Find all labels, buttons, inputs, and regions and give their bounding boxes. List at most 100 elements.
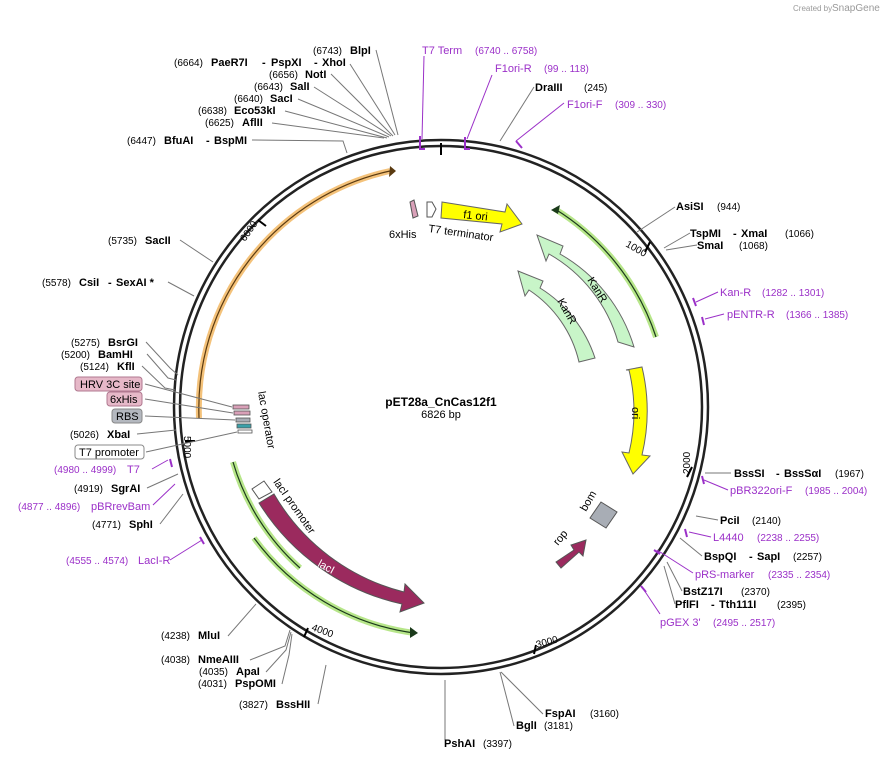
leader-xbai [136, 429, 177, 435]
primer-leader-l4440 [688, 531, 712, 538]
site-sacii-pos: (5735) [108, 236, 137, 247]
site-bstz17i-pos: (2370) [741, 587, 770, 598]
his-tag-top-label: 6xHis [389, 229, 417, 241]
kanr-inner-arrow [517, 270, 596, 363]
site-bgli-name: BglI [516, 720, 537, 732]
leader-pflfi [663, 565, 676, 605]
leader-bsrgi [145, 341, 179, 376]
site-nmeaiii-name: NmeAIII [198, 654, 239, 666]
tick-2000-label: 2000 [682, 451, 693, 474]
site-bspmi-name: BspMI [214, 135, 247, 147]
tick-1000-mark [644, 241, 651, 253]
his-tag-box [106, 391, 143, 407]
laci-arrow [258, 493, 425, 613]
tick-4000-label: 4000 [310, 622, 335, 640]
tick-4000-mark [303, 627, 309, 638]
tick-5000-label: 5000 [181, 436, 192, 459]
kanr-outer-label: KanR [584, 275, 609, 305]
site-sexai-name: SexAI * [116, 277, 155, 289]
lac-operator-label: lac operator [255, 390, 277, 450]
site-bsrgi-pos: (5275) [71, 338, 100, 349]
primer-l4440-name: L4440 [713, 532, 744, 544]
leader-noti [330, 73, 394, 137]
primer-leader-f1ori-r [466, 74, 493, 140]
t7-promoter-mark [237, 429, 253, 434]
site-sep-xmai: - [733, 228, 737, 240]
primer-mark-pentr-r [701, 316, 705, 326]
site-eco53ki-pos: (6638) [198, 106, 227, 117]
laci-cds-arc-lower-line [253, 537, 415, 634]
rbs-mark [235, 417, 251, 423]
rop-label: rop [551, 528, 570, 548]
leader-pspomi [281, 633, 293, 685]
primer-leader-lines [151, 55, 729, 615]
site-pspomi-pos: (4031) [198, 679, 227, 690]
site-bamhi-name: BamHI [98, 349, 133, 361]
watermark-prefix: Created by [793, 4, 832, 13]
his-tag-mark [233, 410, 251, 416]
site-smai-pos: (1068) [739, 241, 768, 252]
site-pcii-pos: (2140) [752, 516, 781, 527]
kanr-outer-arrow [536, 234, 635, 348]
site-saci-pos: (6640) [234, 94, 263, 105]
site-blpi-pos: (6743) [313, 46, 342, 57]
site-draiii-pos: (245) [584, 83, 607, 94]
site-smai-name: SmaI [697, 240, 723, 252]
site-pcii-name: PciI [720, 515, 740, 527]
site-eco53ki-name: Eco53kI [234, 105, 276, 117]
kan-cds-arrowhead [551, 205, 560, 214]
site-bsshii-pos: (3827) [239, 700, 268, 711]
site-xbai-name: XbaI [107, 429, 130, 441]
site-sep-sapi: - [749, 551, 753, 563]
site-pshai-name: PshAI [444, 738, 475, 750]
site-kfli-pos: (5124) [80, 362, 109, 373]
primer-leader-laci-r [169, 539, 203, 561]
site-bsrgi-name: BsrGI [108, 337, 138, 349]
ori-arrow [621, 366, 652, 475]
leader-smai [665, 244, 698, 251]
backbone-outer-ring [172, 138, 710, 676]
site-saci-name: SacI [270, 93, 293, 105]
site-sali-pos: (6643) [254, 82, 283, 93]
tick-3000-mark [533, 644, 537, 655]
hrv3c-site-box [74, 376, 143, 392]
site-mlui-pos: (4238) [161, 631, 190, 642]
primer-marks [169, 136, 705, 593]
tick-6000-mark [257, 219, 267, 227]
leader-blpi [375, 49, 399, 136]
site-kfli-name: KflI [117, 361, 135, 373]
plasmid-length: 6826 bp [421, 409, 461, 421]
primer-t7-name: T7 [127, 464, 140, 476]
site-sgrai-name: SgrAI [111, 483, 140, 495]
site-apai-pos: (4035) [199, 667, 228, 678]
site-bspqi-pos: (2257) [793, 552, 822, 563]
leader-hrv3c [144, 383, 233, 408]
leader-asisi [636, 206, 676, 233]
site-xbai-pos: (5026) [70, 430, 99, 441]
primer-f1ori-r-name: F1ori-R [495, 63, 532, 75]
cds-orange-arrowhead [389, 166, 396, 177]
primer-mark-pgex3 [640, 585, 647, 593]
leader-bspqi [679, 537, 703, 557]
f1-ori-label: f1 ori [463, 209, 489, 223]
site-pflfi-name: PflFI [675, 599, 699, 611]
tick-2000-mark [686, 466, 693, 478]
leader-apai [265, 631, 292, 673]
site-sep-bsssai: - [776, 468, 780, 480]
laci-cds-arc-upper-line [232, 461, 301, 569]
leader-fspai [500, 671, 544, 715]
site-bspqi-name: BspQI [704, 551, 736, 563]
site-sphi-pos: (4771) [92, 520, 121, 531]
site-bsssi-name: BssSI [734, 468, 765, 480]
site-pspomi-name: PspOMI [235, 678, 276, 690]
site-bsssai-name: BssSαI [784, 468, 821, 480]
primer-laci-r-range: (4555 .. 4574) [66, 556, 128, 567]
leader-kfli [141, 365, 176, 391]
primer-laci-r-name: LacI-R [138, 555, 170, 567]
site-csii-pos: (5578) [42, 278, 71, 289]
leader-sali [313, 86, 392, 137]
leader-bsshii [317, 664, 327, 705]
t7-promoter-box [74, 444, 145, 460]
leader-saci [297, 98, 390, 138]
leader-xmai [663, 232, 691, 249]
